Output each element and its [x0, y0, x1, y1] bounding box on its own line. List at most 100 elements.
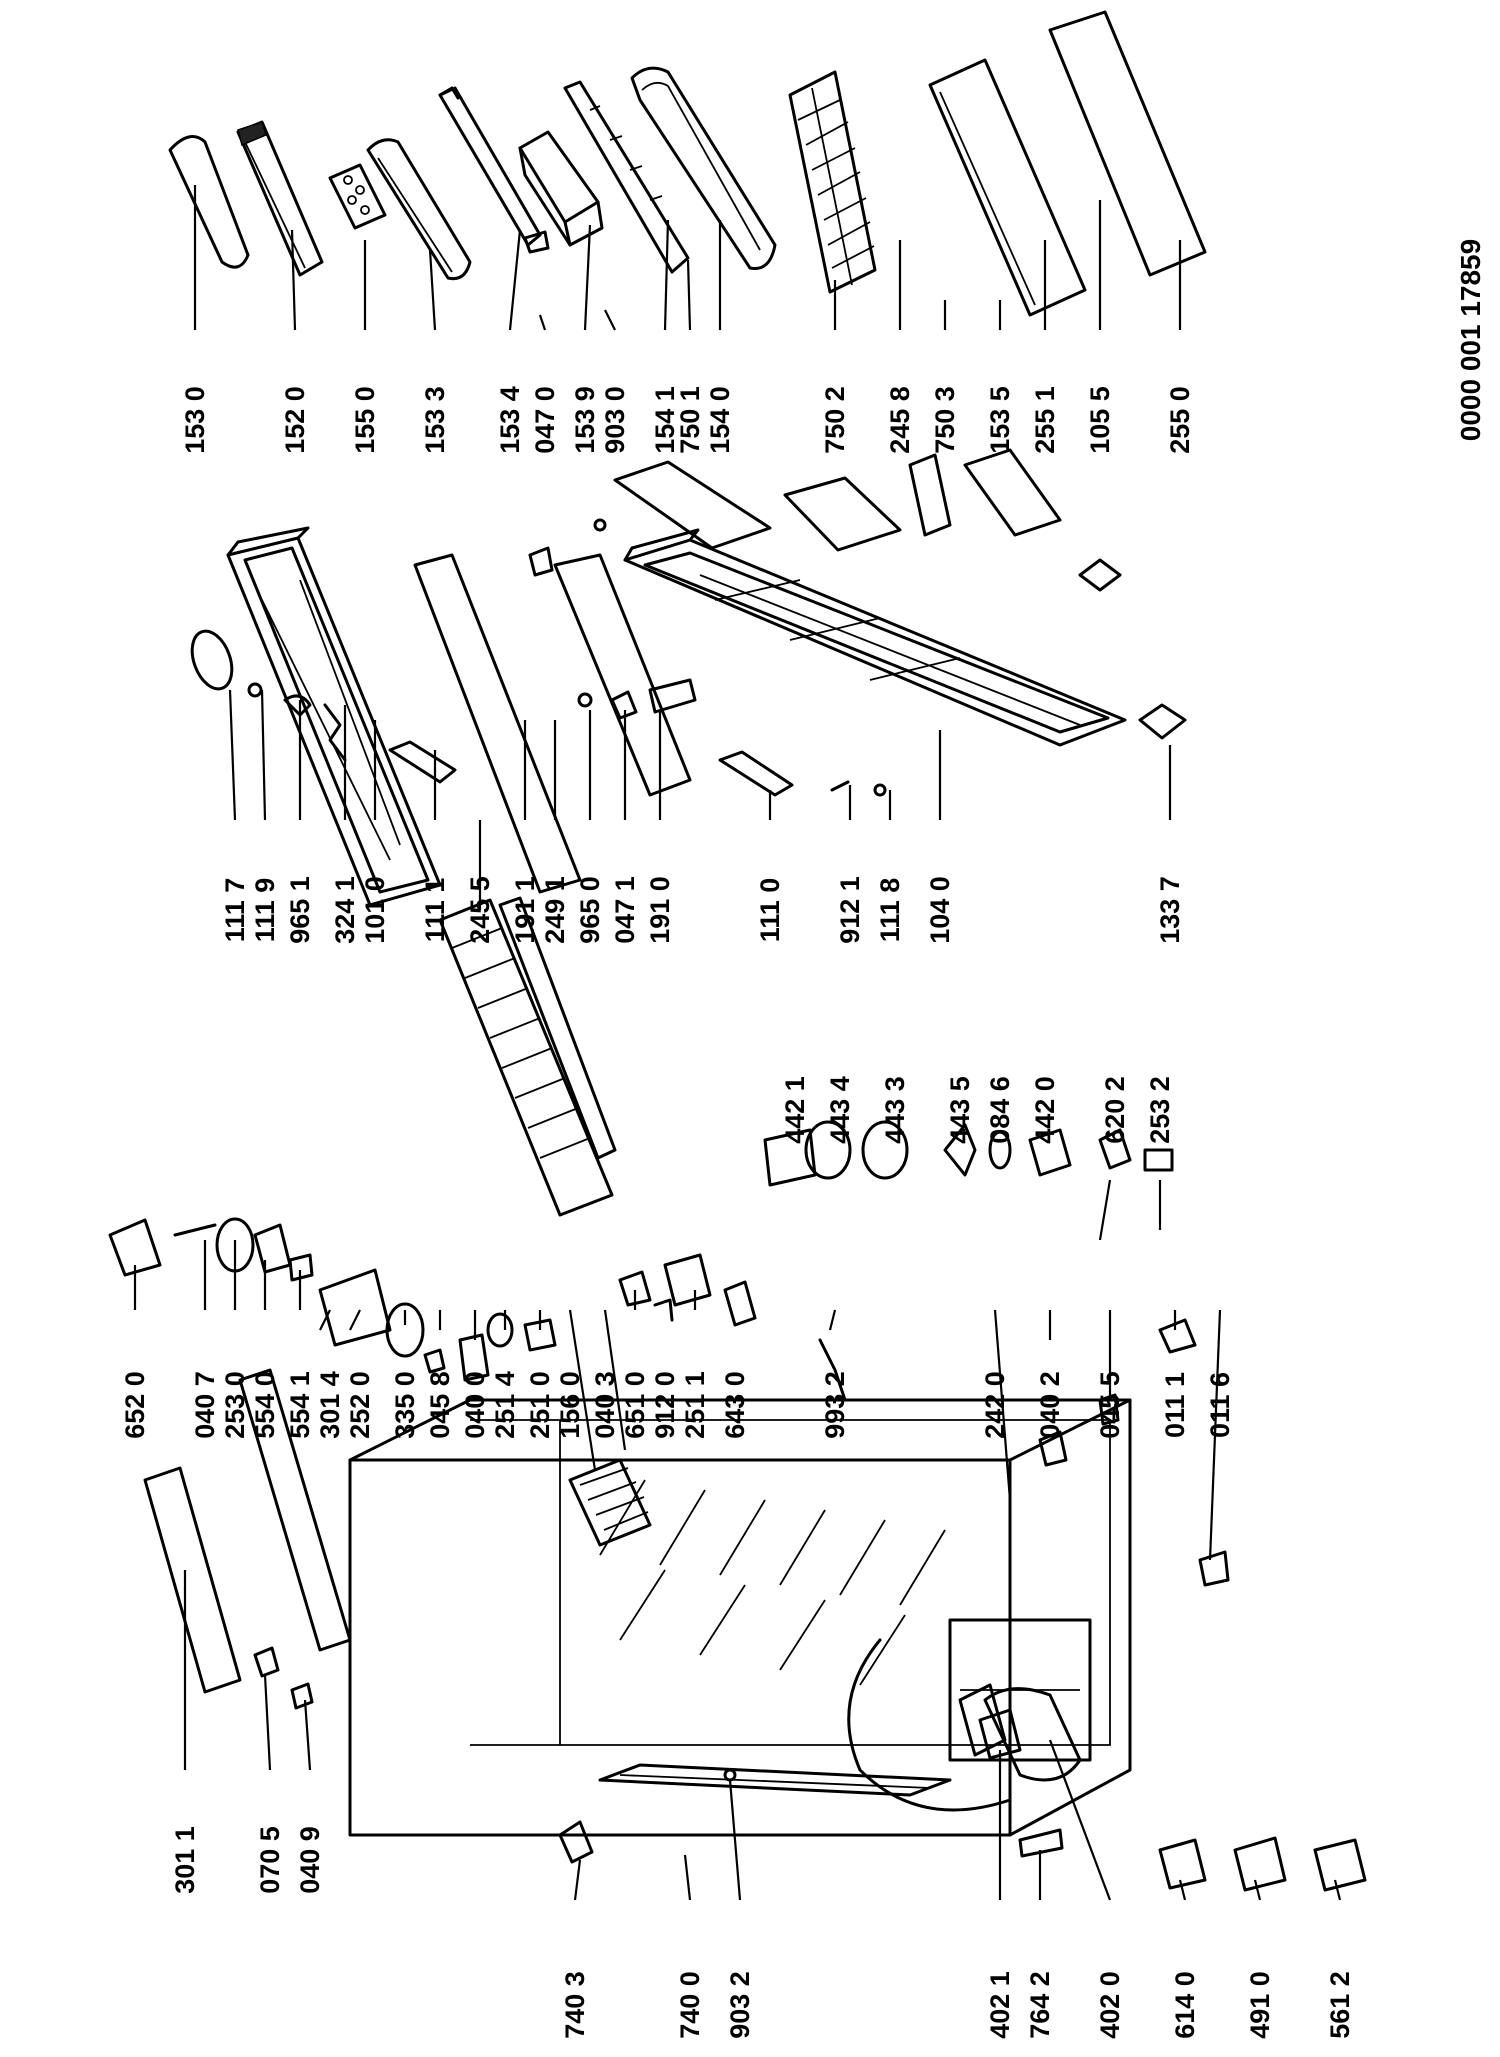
door-shelf-cover [168, 135, 250, 269]
part-label: 652 0 [120, 1371, 150, 1439]
bin-750-3 [908, 453, 952, 537]
part-label: 965 1 [285, 876, 315, 944]
part-label: 912 0 [650, 1371, 680, 1439]
leader-line [993, 1309, 1012, 1501]
cap-111-8 [873, 783, 887, 797]
part-label: 152 0 [280, 386, 310, 454]
foot-011-1 [1158, 1318, 1197, 1354]
part-label: 740 0 [675, 1971, 705, 2039]
gasket-191-1 [413, 553, 582, 894]
leader-line [583, 224, 592, 331]
part-label: 070 5 [255, 1826, 285, 1894]
part-label: 133 7 [1155, 876, 1185, 944]
knob-253-2 [1143, 1148, 1174, 1172]
bin-750-2 [783, 476, 902, 552]
part-label: 156 0 [555, 1371, 585, 1439]
leader-line [1178, 1879, 1187, 1901]
plug-045-8 [423, 1348, 446, 1374]
part-label: 750 1 [675, 386, 705, 454]
frame-191-0 [648, 678, 697, 714]
part-label: 491 0 [1245, 1971, 1275, 2039]
cover-252-0 [318, 1268, 392, 1347]
screw-111-9 [247, 682, 263, 698]
door-shelf-154-0 [630, 66, 777, 271]
screw-903-0 [593, 518, 607, 532]
leader-line [260, 689, 267, 821]
part-label: 442 0 [1030, 1076, 1060, 1144]
part-label: 554 1 [285, 1371, 315, 1439]
part-label: 153 3 [420, 386, 450, 454]
glass-shelf-255-0 [1048, 10, 1207, 277]
part-label: 155 0 [350, 386, 380, 454]
part-label: 443 3 [880, 1076, 910, 1144]
part-label: 903 0 [600, 386, 630, 454]
door-bin-153-9 [518, 130, 604, 247]
part-label: 011 6 [1205, 1372, 1235, 1438]
part-label: 242 0 [980, 1371, 1010, 1439]
fan-cover-443-4 [804, 1120, 852, 1180]
screw-912-0 [653, 1298, 674, 1322]
part-label: 251 1 [680, 1371, 710, 1439]
part-label: 249 1 [540, 876, 570, 944]
part-label: 191 1 [510, 876, 540, 944]
part-label: 253 2 [1145, 1076, 1175, 1144]
part-label: 111 8 [875, 878, 905, 943]
screw-040-7 [173, 1223, 217, 1237]
part-label: 104 0 [925, 876, 955, 944]
part-label: 301 4 [315, 1371, 345, 1439]
leader-line [686, 259, 692, 331]
strip-301-4 [238, 1368, 352, 1652]
leader-line [1333, 1879, 1342, 1901]
lamp-652-0 [108, 1218, 162, 1277]
foot-740-3 [558, 1820, 594, 1864]
leader-line [568, 1309, 597, 1471]
door-rail-154-1 [563, 80, 690, 274]
plate-643-0 [723, 1280, 757, 1327]
part-label: 750 3 [930, 386, 960, 454]
part-label: 045 5 [1095, 1371, 1125, 1439]
leader-line [728, 1779, 742, 1901]
part-label: 251 0 [525, 1371, 555, 1439]
ring-251-4 [486, 1312, 514, 1348]
part-label: 402 0 [1095, 1971, 1125, 2039]
part-label: 101 0 [360, 876, 390, 944]
part-label: 245 5 [465, 876, 495, 944]
fan-ring-084-6 [988, 1130, 1012, 1170]
door-shelf-153-3 [366, 138, 472, 281]
clip-070-5 [253, 1646, 280, 1678]
part-label: 614 0 [1170, 1971, 1200, 2039]
part-label: 442 1 [780, 1076, 810, 1144]
part-label: 554 0 [250, 1371, 280, 1439]
leader-line [1098, 1179, 1112, 1241]
leader-line [1048, 1739, 1112, 1901]
part-label: 154 0 [705, 386, 735, 454]
foot-011-6 [1198, 1550, 1230, 1587]
cover-554-0 [253, 1223, 292, 1274]
egg-tray [328, 163, 387, 230]
part-label: 154 1 [650, 386, 680, 454]
leader-line [604, 309, 616, 331]
leader-line [319, 1309, 331, 1331]
part-label: 191 0 [645, 876, 675, 944]
part-label: 040 2 [1035, 1371, 1065, 1439]
bin-750-1 [613, 460, 772, 550]
spring-324-1 [323, 703, 347, 762]
upper-door-101-0 [226, 526, 442, 907]
part-label: 105 5 [1085, 386, 1115, 454]
clip-554-1 [288, 1253, 314, 1282]
leader-line [508, 229, 522, 331]
tray-153-5 [963, 448, 1062, 537]
shelf-and-fan-parts [438, 896, 1174, 1217]
knob-651-0 [618, 1270, 652, 1307]
clip-040-2 [1038, 1430, 1068, 1467]
part-label: 740 3 [560, 1971, 590, 2039]
cabinet-assembly [108, 1217, 1367, 1892]
leader-line [290, 229, 297, 331]
door-shelf-152 [236, 120, 324, 277]
door-shelf-rail-153-4 [438, 86, 550, 254]
part-label: 443 5 [945, 1076, 975, 1144]
box-491-0 [1233, 1836, 1287, 1892]
plug-965-0 [577, 692, 593, 708]
part-label: 253 0 [220, 1371, 250, 1439]
